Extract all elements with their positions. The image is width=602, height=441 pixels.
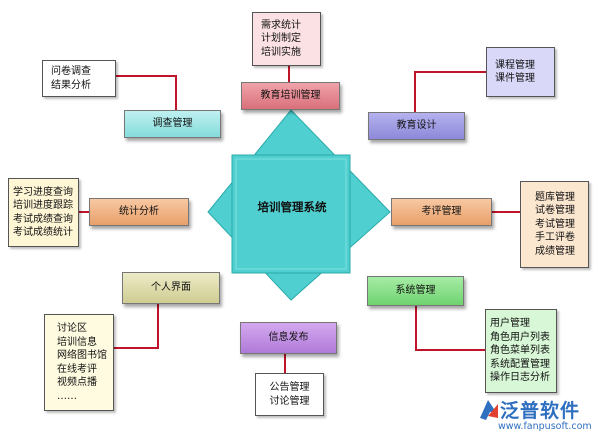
leaf-item[interactable]: 需求统计 [261, 19, 301, 31]
leaves-survey: 问卷调查 结果分析 [42, 60, 116, 97]
leaf-item[interactable]: 计划制定 [261, 33, 301, 45]
module-info-publish[interactable]: 信息发布 [240, 322, 337, 354]
leaf-item[interactable]: 课件管理 [495, 73, 535, 84]
leaves-statistics: 学习进度查询 培训进度跟踪 考试成绩查询 考试成绩统计 [8, 178, 79, 247]
logo-mark-icon [480, 400, 498, 420]
brand-logo: 泛普软件 www.fanpusoft.com [476, 396, 600, 438]
leaf-item[interactable]: 系统配置管理 [490, 358, 550, 370]
leaf-item[interactable]: 问卷调查 [51, 66, 91, 77]
leaves-education-training: 需求统计 计划制定 培训实施 [252, 12, 321, 66]
connector-edu-design [414, 71, 486, 112]
connector-personal [114, 304, 159, 349]
leaf-item[interactable]: 用户管理 [490, 318, 530, 330]
leaf-item[interactable]: 手工评卷 [535, 232, 575, 244]
leaf-item[interactable]: 视频点播 [57, 377, 97, 388]
leaf-item[interactable]: 在线考评 [57, 363, 97, 375]
leaf-item[interactable]: 考试成绩查询 [13, 213, 73, 225]
central-title: 培训管理系统 [257, 200, 327, 214]
module-personal[interactable]: 个人界面 [122, 272, 220, 304]
leaf-item[interactable]: 角色用户列表 [490, 331, 550, 343]
leaf-item[interactable]: 学习进度查询 [13, 186, 73, 198]
connector-system [415, 306, 485, 351]
leaves-personal: 讨论区 培训信息 网络图书馆 在线考评 视频点播 …… [44, 314, 114, 411]
logo-name: 泛普软件 [500, 400, 581, 422]
leaf-item[interactable]: 角色菜单列表 [490, 345, 550, 357]
leaf-item[interactable]: 考试成绩统计 [13, 227, 73, 238]
leaf-item[interactable]: 讨论区 [57, 323, 87, 334]
leaves-info-publish: 公告管理 讨论管理 [255, 373, 324, 416]
leaves-education-design: 课程管理 课件管理 [486, 47, 555, 97]
module-system[interactable]: 系统管理 [367, 276, 464, 306]
module-education-training[interactable]: 教育培训管理 [241, 82, 340, 110]
leaves-system: 用户管理 角色用户列表 角色菜单列表 系统配置管理 操作日志分析 [485, 309, 557, 393]
connector-survey [116, 75, 177, 110]
leaf-item[interactable]: 考试管理 [535, 218, 575, 230]
leaf-item[interactable]: 网络图书馆 [57, 350, 107, 361]
module-education-design[interactable]: 教育设计 [368, 112, 465, 140]
central-square [231, 154, 351, 274]
logo-url: www.fanpusoft.com [498, 421, 592, 432]
leaf-item[interactable]: 课程管理 [495, 59, 535, 71]
leaf-item[interactable]: 结果分析 [51, 79, 91, 91]
leaf-item[interactable]: 培训实施 [261, 46, 301, 58]
leaf-item: …… [57, 390, 77, 402]
leaf-item[interactable]: 培训信息 [57, 336, 97, 348]
leaf-item[interactable]: 操作日志分析 [490, 372, 550, 384]
leaf-item[interactable]: 题库管理 [535, 191, 575, 203]
leaf-item[interactable]: 成绩管理 [535, 245, 575, 257]
leaves-exam-review: 题库管理 试卷管理 考试管理 手工评卷 成绩管理 [520, 181, 589, 268]
module-statistics[interactable]: 统计分析 [89, 198, 189, 226]
module-survey[interactable]: 调查管理 [124, 110, 221, 138]
leaf-item[interactable]: 讨论管理 [269, 395, 310, 407]
leaf-item[interactable]: 培训进度跟踪 [13, 200, 73, 211]
leaf-item[interactable]: 试卷管理 [535, 205, 575, 217]
leaf-item[interactable]: 公告管理 [269, 382, 310, 393]
module-exam-review[interactable]: 考评管理 [391, 198, 492, 226]
